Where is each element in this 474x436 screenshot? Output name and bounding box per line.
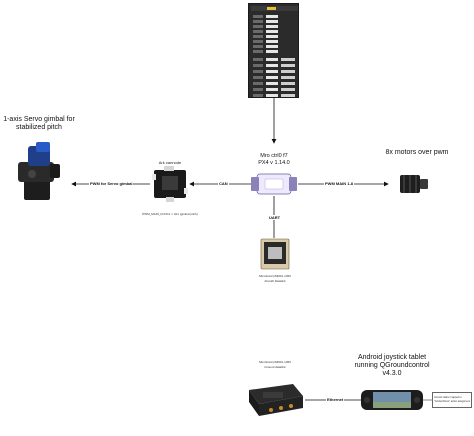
edge-label-can: CAN [218,181,229,186]
tablet-note-box: Ground station mapped to "Gimbal Down" a… [432,392,472,408]
ground-datalink-subtitle: Ground datalink [264,365,286,369]
cannode-title: Ark cannode [158,160,182,165]
cannode-board-image [152,166,188,202]
tablet-subtitle: running QGroundcontrol [354,362,430,369]
fc-subtitle: PX4 v 1.14.0 [258,160,290,166]
settings-header [251,6,298,11]
tablet-title: Android joystick tablet [357,354,427,361]
motor-image [400,175,428,193]
edge-label-uart: UART [268,215,282,220]
air-datalink-subtitle: Aircraft Datalink [264,279,286,283]
android-tablet-image [361,390,423,410]
cannode-caption: PWM_MAIN_FUNC1 = 421 (gimbal pitch) [142,212,198,216]
edge-label-ethernet: Ethernet [326,397,345,402]
air-datalink-image [260,238,290,270]
parameter-settings-screenshot [248,3,299,98]
motors-title: 8x motors over pwm [385,149,449,156]
tablet-note-line2: "Gimbal Down" action assignment [434,400,470,403]
edge-label-pwm-main: PWM MAIN 1-8 [324,181,354,186]
tablet-note-line1: Ground station mapped to [434,396,462,399]
air-datalink-title: Microhard pMDDL 1450 [259,274,291,278]
gimbal-title: 1-axis Servo gimbal for stabilized pitch [3,116,75,131]
fc-title: Mro ctrl0 f7 [260,153,288,159]
edge-label-pwm-servo: PWM for Servo gimbal [89,181,134,186]
flight-controller-image [251,173,297,195]
servo-gimbal-image [18,142,60,200]
tablet-version: v4.3.0 [382,370,402,377]
ground-datalink-image [249,384,303,416]
ground-datalink-title: Microhard pMDDL 1450 [259,360,291,364]
